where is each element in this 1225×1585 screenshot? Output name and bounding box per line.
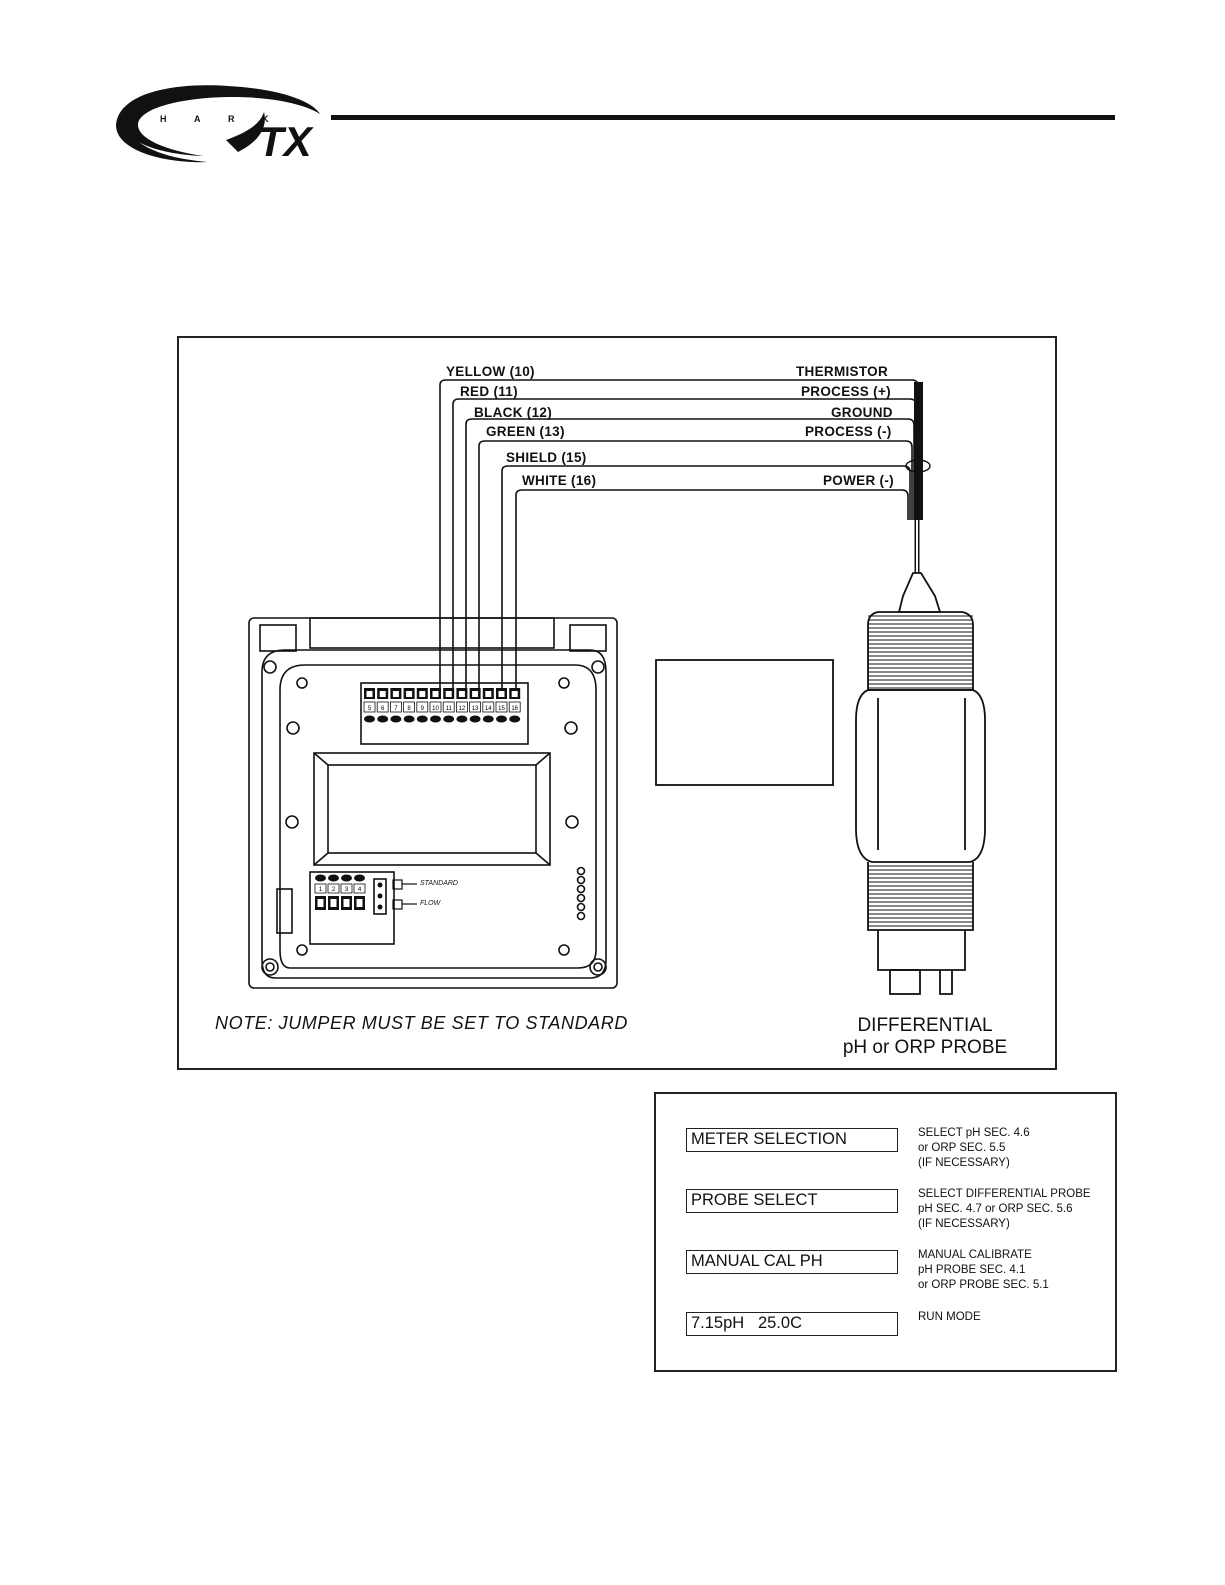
logo-letter: R	[228, 114, 235, 124]
wire-label-black: BLACK (12)	[474, 405, 553, 420]
wire-label-green: GREEN (13)	[486, 424, 565, 439]
probe-caption-line: pH or ORP PROBE	[842, 1037, 1008, 1058]
logo-letter: S	[124, 114, 130, 124]
lcd-run-mode: 7.15pH 25.0C	[686, 1312, 898, 1336]
menu-note-meter-selection: SELECT pH SEC. 4.6 or ORP SEC. 5.5 (IF N…	[918, 1127, 1030, 1169]
probe-caption: DIFFERENTIAL pH or ORP PROBE	[820, 1015, 1030, 1059]
probe-caption-line: DIFFERENTIAL	[857, 1015, 993, 1036]
wire-label-yellow: YELLOW (10)	[446, 364, 535, 379]
logo-letter: K	[262, 114, 269, 124]
logo-letter: A	[194, 114, 201, 124]
logo-letter: H	[160, 114, 167, 124]
jumper-label-flow: FLOW	[420, 900, 441, 907]
lcd-probe-select: PROBE SELECT	[686, 1189, 898, 1213]
shark-tx-logo: S H A R K TX	[116, 85, 320, 165]
menu-note-run-mode: RUN MODE	[918, 1311, 981, 1323]
wiring-diagram-frame	[177, 336, 1057, 1070]
wire-label-process-plus: PROCESS (+)	[801, 384, 891, 399]
menu-steps-panel: METER SELECTION SELECT pH SEC. 4.6 or OR…	[654, 1092, 1117, 1372]
wire-label-process-minus: PROCESS (-)	[805, 424, 892, 439]
logo-suffix: TX	[258, 118, 315, 165]
wire-label-ground: GROUND	[831, 405, 893, 420]
lcd-meter-selection: METER SELECTION	[686, 1128, 898, 1152]
menu-note-probe-select: SELECT DIFFERENTIAL PROBE pH SEC. 4.7 or…	[918, 1188, 1091, 1230]
jumper-note: NOTE: JUMPER MUST BE SET TO STANDARD	[215, 1013, 628, 1033]
wire-label-shield: SHIELD (15)	[506, 450, 587, 465]
jumper-label-standard: STANDARD	[420, 880, 458, 887]
wire-label-red: RED (11)	[460, 384, 518, 399]
lcd-manual-cal: MANUAL CAL PH	[686, 1250, 898, 1274]
wire-label-white: WHITE (16)	[522, 473, 597, 488]
header-rule	[331, 115, 1115, 120]
wire-label-power-minus: POWER (-)	[823, 473, 894, 488]
wire-label-thermistor: THERMISTOR	[796, 364, 889, 379]
menu-note-manual-cal: MANUAL CALIBRATE pH PROBE SEC. 4.1 or OR…	[918, 1249, 1049, 1291]
